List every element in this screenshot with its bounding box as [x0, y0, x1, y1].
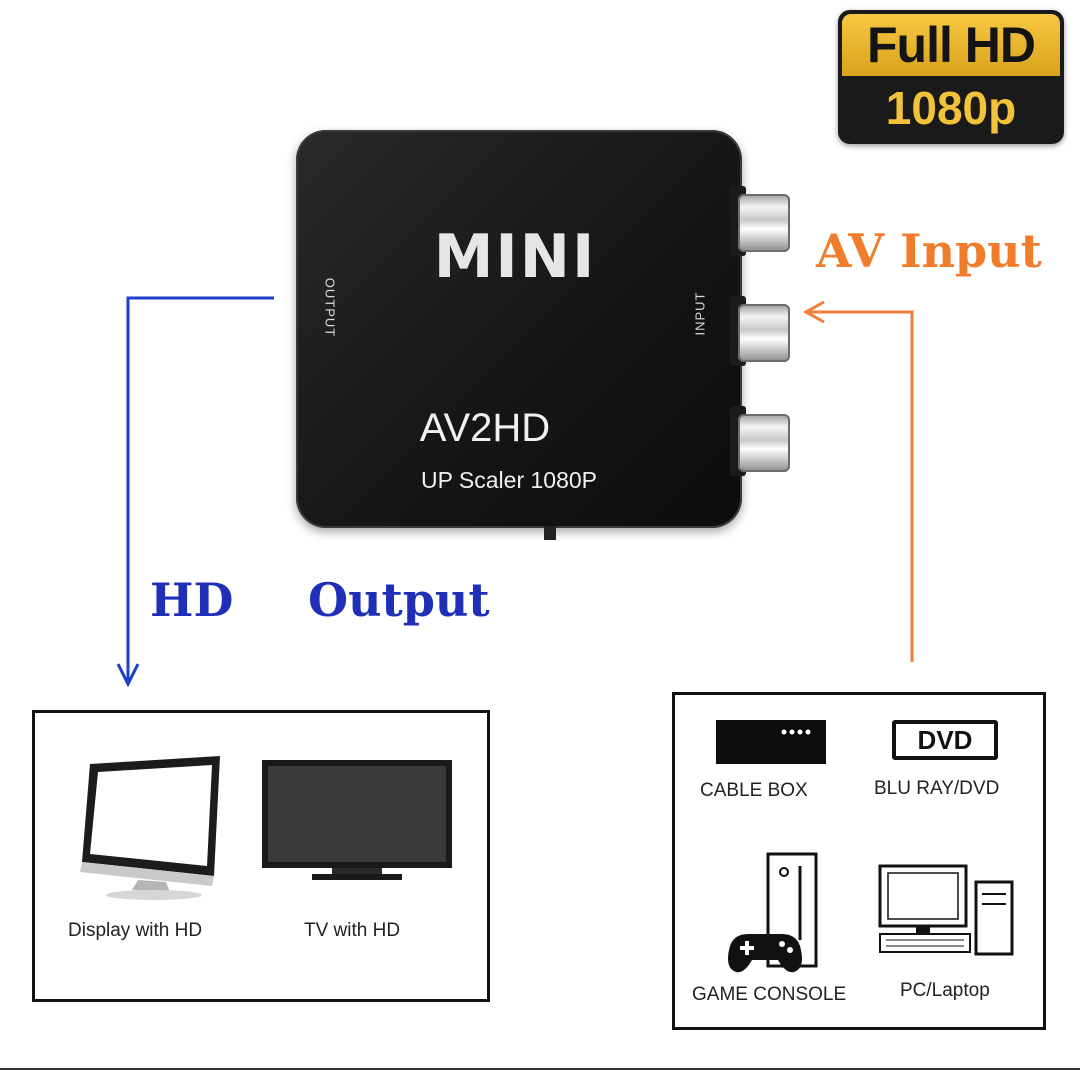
monitor-icon [80, 756, 220, 900]
output-arrow-head [116, 663, 140, 688]
av-input-label: AV Input [816, 224, 1042, 278]
output-device-caption: Display with HD [68, 920, 203, 941]
input-device-caption: GAME CONSOLE [692, 984, 847, 1005]
output-label: Output [308, 573, 490, 627]
hd-label: HD [150, 573, 234, 627]
input-device-caption: CABLE BOX [700, 780, 808, 801]
input-device-caption: PC/Laptop [900, 980, 990, 1001]
pc-icon [878, 864, 1014, 956]
input-port-label: INPUT [692, 291, 708, 336]
rca-jack-icon [738, 194, 790, 252]
rca-jack-icon [738, 414, 790, 472]
tv-icon [262, 760, 452, 880]
device-model: AV2HD [419, 406, 551, 450]
input-devices-box [672, 692, 1046, 1030]
dvd-badge-text: DVD [917, 725, 973, 755]
device-switch [544, 526, 556, 540]
game-console-icon [728, 852, 818, 973]
input-arrow-head [802, 300, 825, 324]
output-arrow-line [126, 296, 274, 682]
output-device-caption: TV with HD [304, 920, 401, 941]
badge-line2: 1080p [885, 82, 1017, 134]
rca-jack-icon [738, 304, 790, 362]
output-port-label: OUTPUT [322, 277, 338, 338]
device-brand: MINI [433, 222, 597, 292]
input-arrow-line [806, 310, 914, 662]
bottom-divider [0, 1068, 1080, 1070]
cable-box-icon [716, 720, 826, 764]
badge-line1: Full HD [842, 14, 1060, 76]
input-device-caption: BLU RAY/DVD [874, 778, 1000, 799]
av2hd-converter-device [296, 130, 742, 528]
dvd-icon [892, 720, 998, 760]
device-subtitle: UP Scaler 1080P [420, 467, 597, 493]
